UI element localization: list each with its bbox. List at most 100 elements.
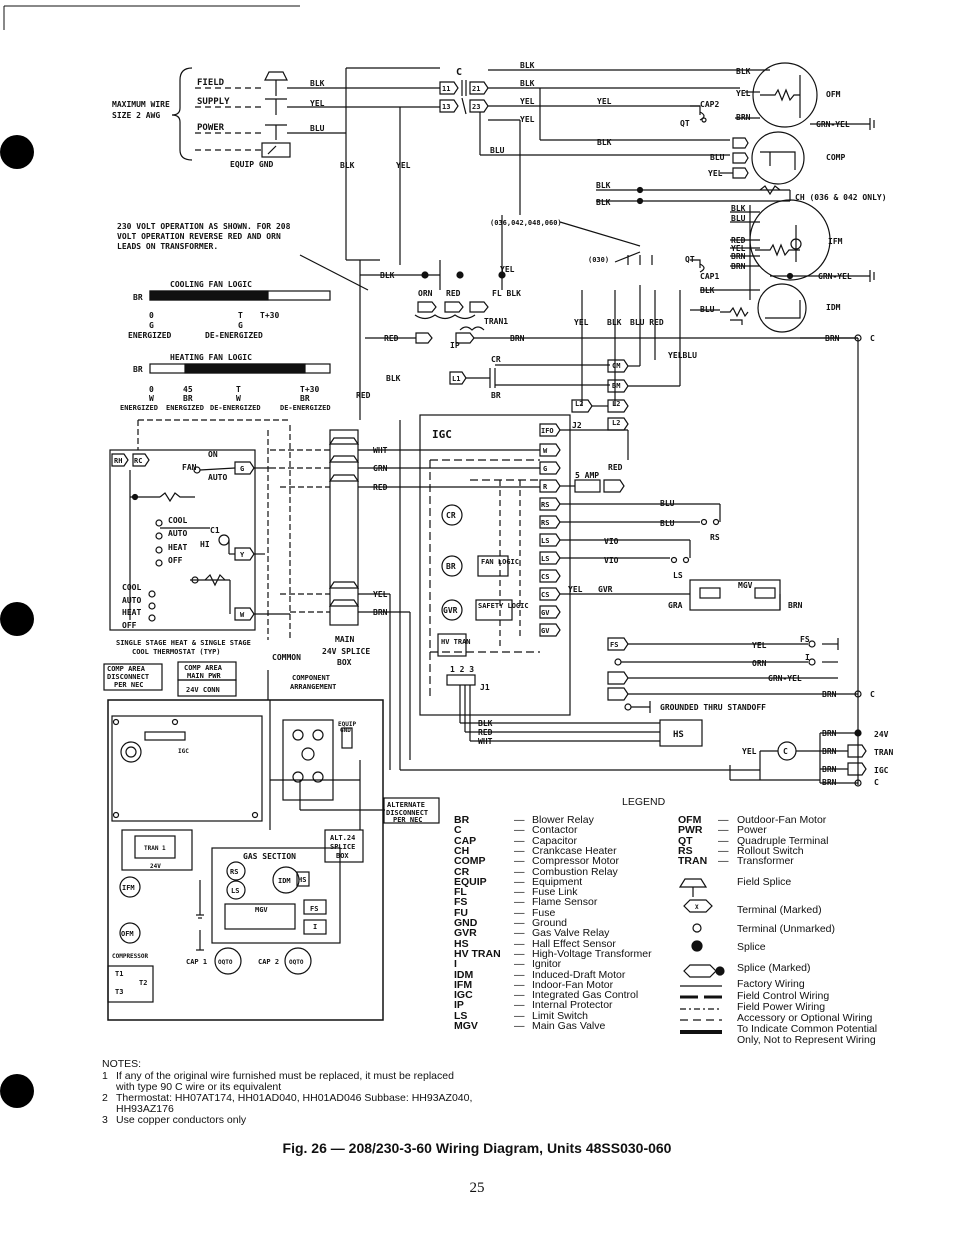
legend-desc: Blower Relay: [532, 814, 594, 826]
legend-dash: —: [718, 855, 729, 868]
svg-text:L2: L2: [575, 400, 583, 408]
legend-abbr: GVR: [454, 927, 477, 940]
contactor-terminal-11: [439, 81, 459, 95]
svg-text:LS: LS: [541, 555, 549, 563]
cr-label: CR: [491, 355, 501, 364]
legend-dash: —: [718, 834, 729, 847]
svg-text:BOX: BOX: [337, 658, 352, 667]
thermostat-subbase: [109, 449, 256, 631]
cap2-label: CAP2: [700, 100, 719, 109]
qt-label: QT: [680, 119, 690, 128]
legend-field-control: Field Control Wiring: [737, 990, 830, 1002]
svg-text:CS: CS: [541, 591, 549, 599]
svg-text:IFM: IFM: [122, 884, 135, 892]
svg-text:FL BLK: FL BLK: [492, 289, 521, 298]
svg-text:ORN: ORN: [752, 659, 767, 668]
svg-text:C: C: [870, 334, 875, 343]
legend-desc: Limit Switch: [532, 1009, 589, 1022]
note-number: 3: [102, 1114, 108, 1126]
svg-text:BLK: BLK: [380, 271, 395, 280]
svg-text:BLK: BLK: [596, 181, 611, 190]
note-text: Thermostat: HH07AT174, HH01AD040, HH01AD…: [116, 1092, 473, 1104]
fuse-label: 5 AMP: [575, 471, 599, 480]
hv-tran-block: [437, 633, 467, 657]
svg-text:CR: CR: [446, 511, 456, 520]
svg-text:COMP AREA: COMP AREA: [107, 665, 146, 673]
svg-text:RED: RED: [478, 728, 493, 737]
svg-text:HEAT: HEAT: [168, 543, 187, 552]
svg-text:BLK: BLK: [386, 374, 401, 383]
svg-text:YEL: YEL: [708, 169, 723, 178]
legend-dash: —: [514, 968, 525, 981]
alt24-splice-box: [324, 829, 364, 863]
legend-dash: —: [514, 896, 525, 909]
svg-text:AUTO: AUTO: [208, 473, 227, 482]
svg-text:BLU: BLU: [310, 124, 325, 133]
svg-text:OFF: OFF: [122, 621, 137, 630]
legend-accessory-2: To Indicate Common Potential: [737, 1023, 878, 1035]
svg-text:RED: RED: [356, 391, 371, 400]
svg-text:BM: BM: [612, 382, 620, 390]
legend-splice: Splice: [737, 941, 766, 953]
svg-text:G: G: [543, 465, 547, 473]
svg-text:24V CONN: 24V CONN: [186, 686, 220, 694]
field-splice: [264, 71, 288, 96]
svg-text:ALTERNATE: ALTERNATE: [387, 801, 425, 809]
legend-splice-marked-symbol: [683, 964, 717, 978]
svg-text:EQUIP: EQUIP: [338, 721, 356, 728]
svg-text:BLK: BLK: [607, 318, 622, 327]
svg-text:YEL: YEL: [500, 265, 515, 274]
comp-label: COMP: [826, 153, 845, 162]
svg-text:RED: RED: [373, 483, 388, 492]
svg-text:G: G: [149, 321, 154, 330]
svg-text:C: C: [783, 747, 788, 756]
legend-abbr: RS: [678, 844, 693, 857]
equip-gnd-label: EQUIP GND: [230, 160, 274, 169]
svg-text:T: T: [236, 385, 241, 394]
note-230-line2: VOLT OPERATION REVERSE RED AND ORN: [117, 232, 281, 241]
svg-text:Y: Y: [240, 551, 245, 559]
legend-terminal-marked: Terminal (Marked): [737, 904, 822, 916]
svg-text:HEAT: HEAT: [122, 608, 141, 617]
legend-dash: —: [514, 927, 525, 940]
notes-title: NOTES:: [102, 1058, 142, 1070]
svg-text:ENERGIZED: ENERGIZED: [166, 404, 204, 412]
svg-text:RS: RS: [541, 519, 549, 527]
legend-desc: Ground: [532, 917, 568, 929]
j2-label: J2: [572, 421, 582, 430]
svg-text:BOX: BOX: [336, 852, 349, 860]
svg-text:C: C: [874, 778, 879, 787]
svg-text:0: 0: [149, 385, 154, 394]
legend-abbr: EQUIP: [454, 875, 487, 888]
svg-text:GVR: GVR: [443, 606, 458, 615]
svg-text:IGC: IGC: [178, 748, 189, 755]
svg-text:BLK: BLK: [310, 79, 325, 88]
legend-abbr: IDM: [454, 968, 474, 981]
svg-text:BLK: BLK: [520, 61, 535, 70]
fan-logic-block: [477, 555, 509, 577]
svg-text:BRN: BRN: [788, 601, 803, 610]
ip-label: IP: [450, 341, 460, 350]
legend-dash: —: [514, 824, 525, 837]
comp-terminal-t2: [732, 152, 749, 164]
svg-text:CAP 2: CAP 2: [258, 958, 279, 966]
legend-desc: Main Gas Valve: [532, 1020, 606, 1032]
gvr-relay: [441, 599, 463, 621]
svg-text:CM: CM: [612, 362, 620, 370]
control-box: [282, 719, 334, 801]
svg-text:BR: BR: [133, 365, 143, 374]
svg-text:PER NEC: PER NEC: [393, 816, 423, 824]
svg-text:1 2 3: 1 2 3: [450, 665, 474, 674]
svg-text:MAIN: MAIN: [335, 635, 354, 644]
comp-motor: [751, 131, 805, 185]
svg-text:BRN: BRN: [373, 608, 388, 617]
mgv-label: MGV: [738, 581, 753, 590]
legend-abbr: CH: [454, 844, 470, 857]
svg-text:BR: BR: [300, 394, 310, 403]
legend-dash: —: [514, 978, 525, 991]
svg-text:OQTO: OQTO: [218, 959, 233, 966]
svg-text:W: W: [236, 394, 241, 403]
idm-motor: [757, 283, 807, 333]
note-230-line3: LEADS ON TRANSFORMER.: [117, 242, 218, 251]
svg-text:BLK: BLK: [597, 138, 612, 147]
